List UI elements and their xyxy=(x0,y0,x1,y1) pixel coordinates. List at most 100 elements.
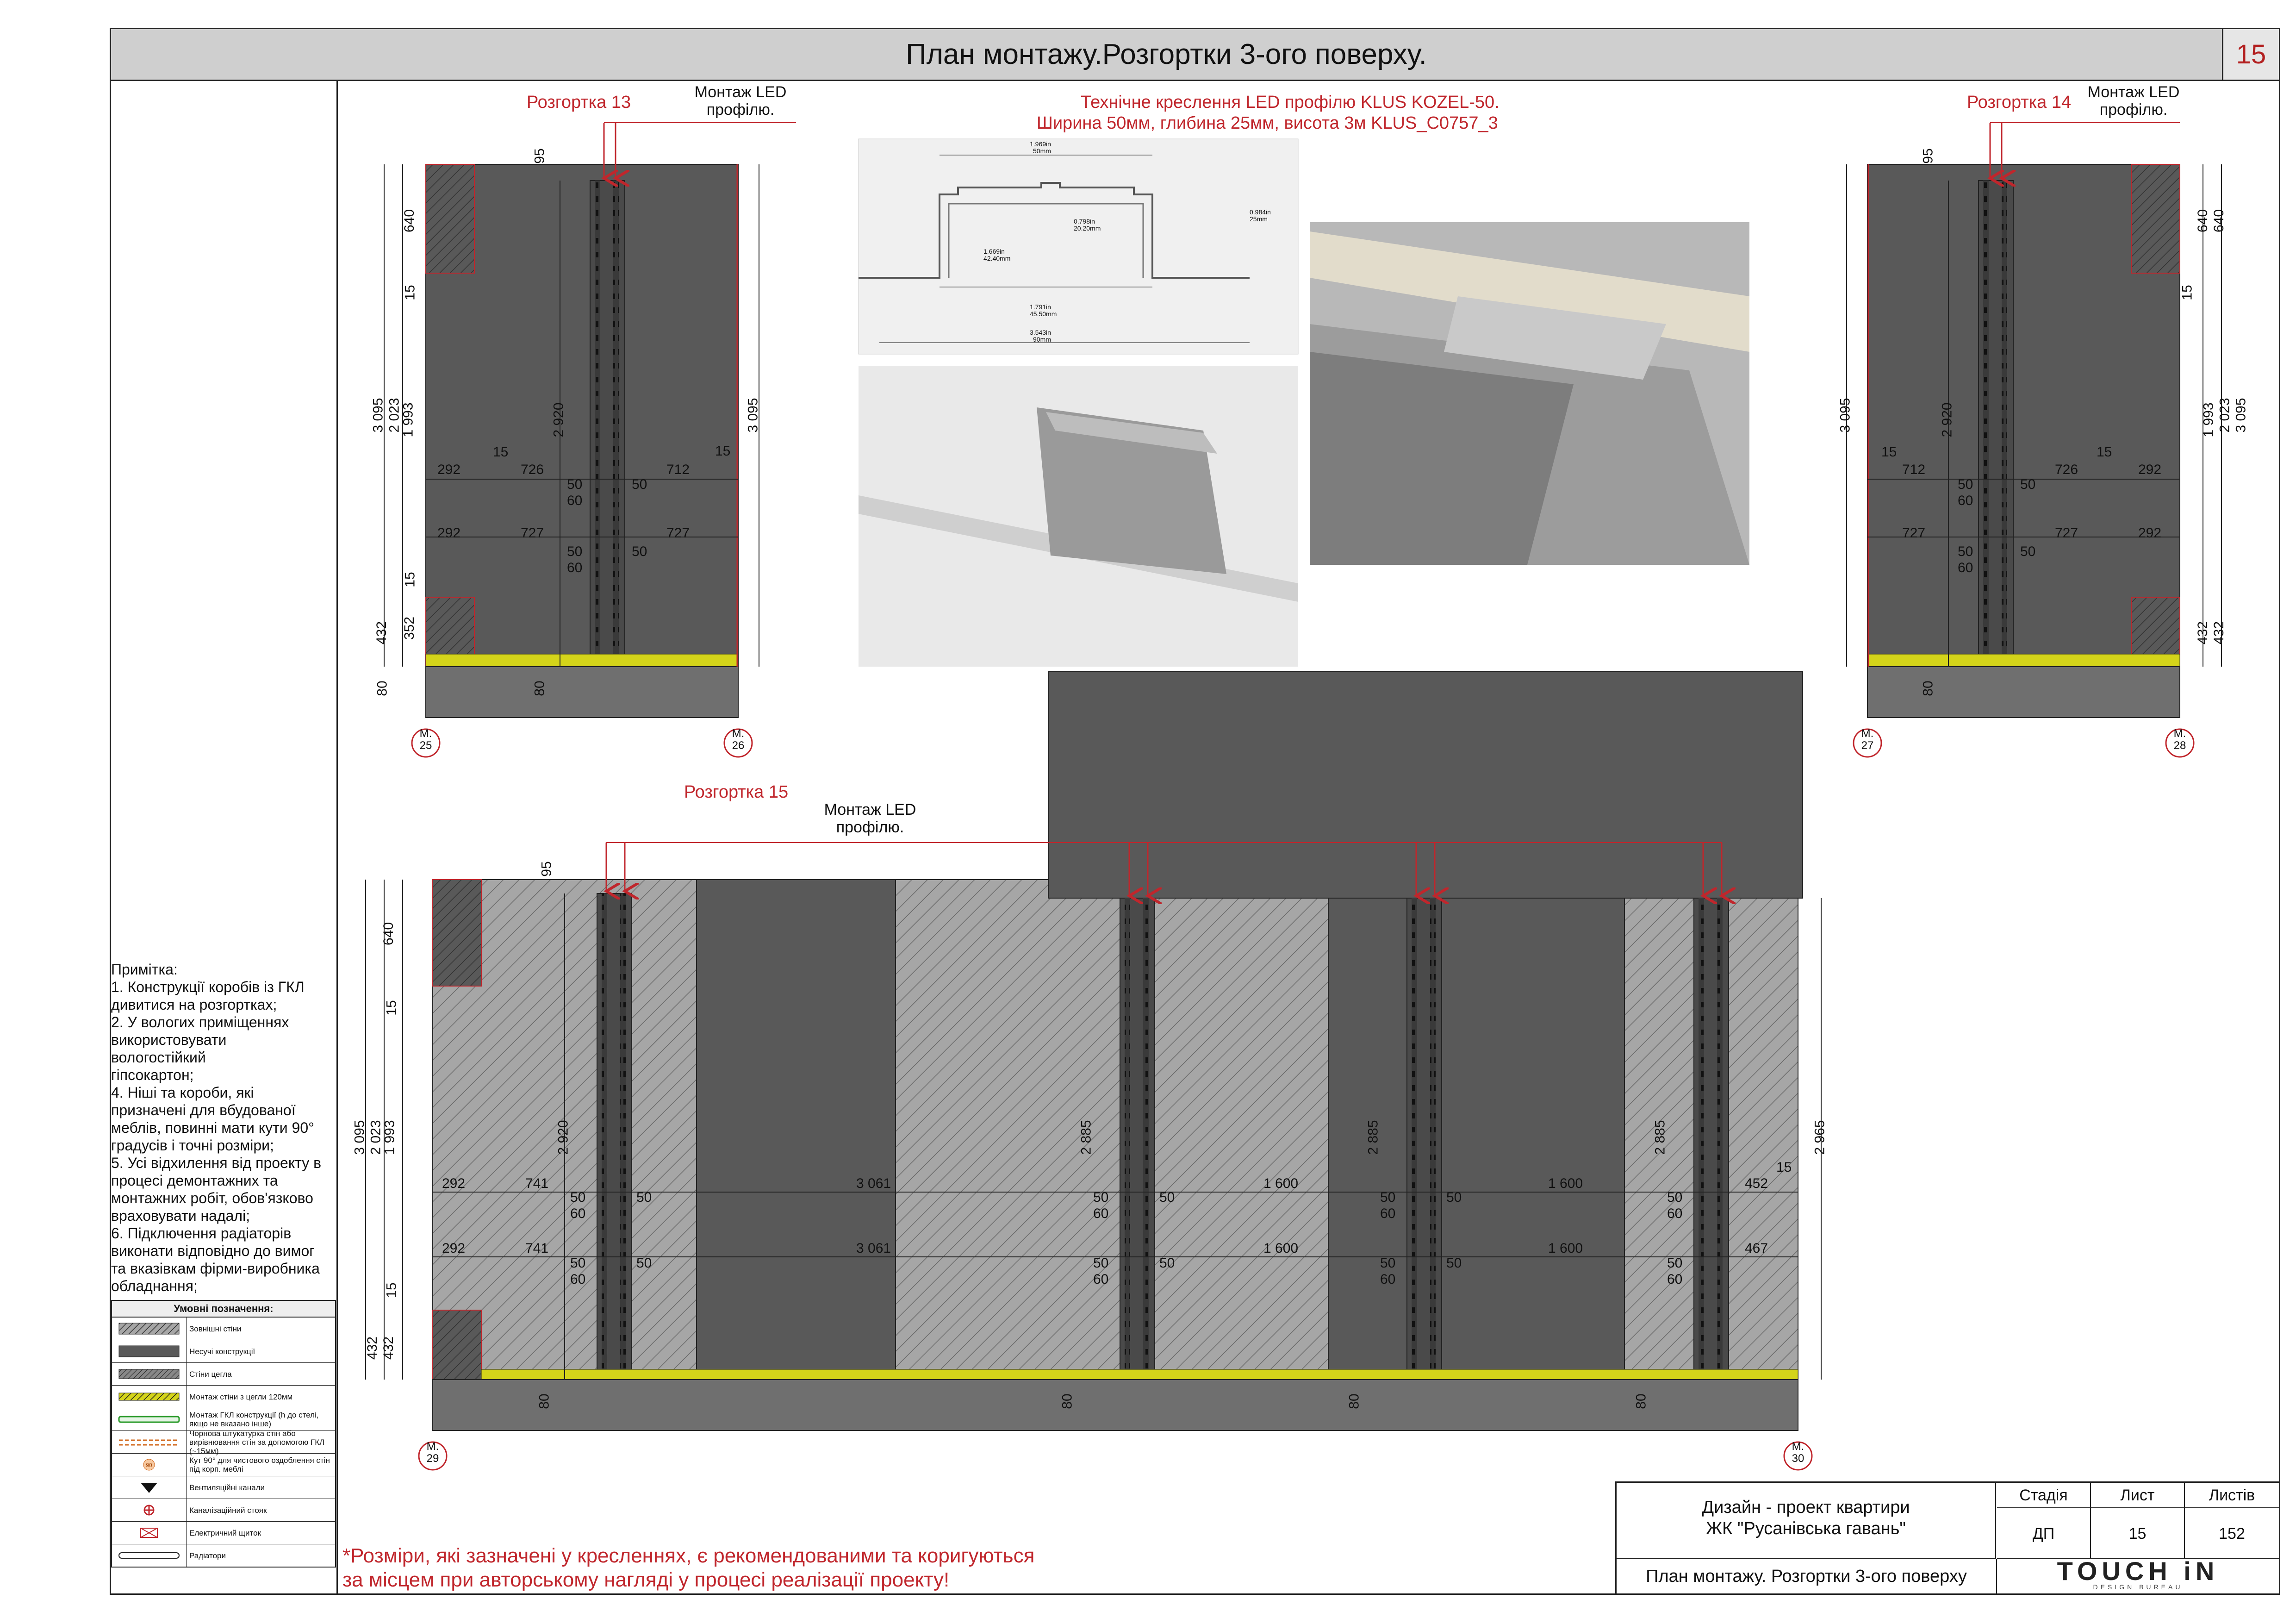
dim: 60 xyxy=(1667,1272,1683,1287)
dim: 1 600 xyxy=(1263,1241,1299,1256)
dim: 60 xyxy=(570,1272,586,1287)
dim: 50 xyxy=(567,477,583,492)
company-logo: TOUCH iN DESIGN BUREAU xyxy=(1997,1556,2279,1593)
dim: 15 xyxy=(402,285,418,300)
dim: 50 xyxy=(636,1255,652,1271)
dim: 2 885 xyxy=(1652,1120,1668,1155)
dim: 50 xyxy=(570,1255,586,1271)
dim: 50 xyxy=(1380,1190,1396,1205)
legend-label: Стіни цегла xyxy=(189,1369,232,1379)
dim: 1 600 xyxy=(1263,1176,1299,1191)
dim: 292 xyxy=(442,1176,466,1191)
radiator-icon xyxy=(112,1544,187,1567)
dim: 640 xyxy=(2211,209,2227,233)
dim: 452 xyxy=(1745,1176,1768,1191)
dim: 50 xyxy=(1159,1255,1175,1271)
dim: 80 xyxy=(374,681,390,696)
section-mark: М. 25 xyxy=(419,727,432,752)
dim: 50 xyxy=(1446,1190,1462,1205)
legend-row: Несучі конструкції xyxy=(112,1340,335,1363)
dim: 741 xyxy=(525,1241,549,1256)
dim: 80 xyxy=(1346,1393,1362,1409)
dim: 727 xyxy=(521,525,544,541)
dim: 292 xyxy=(2138,462,2162,477)
led-profile-photo-1 xyxy=(859,366,1298,667)
dim: 3 095 xyxy=(370,398,386,433)
legend-label: Вентиляційні канали xyxy=(189,1483,265,1492)
section-mark: М. 29 xyxy=(426,1440,439,1465)
dim-label: 45.50mm xyxy=(1030,310,1057,318)
dim: 3 061 xyxy=(856,1241,891,1256)
dim: 80 xyxy=(1633,1393,1649,1409)
dim: 292 xyxy=(437,462,461,477)
load-bearing-symbol xyxy=(112,1340,187,1362)
dim: 432 xyxy=(374,621,390,645)
dim: 50 xyxy=(1667,1190,1683,1205)
dark-panel xyxy=(1328,898,1625,1380)
dim: 352 xyxy=(402,616,417,640)
dim: 640 xyxy=(2195,209,2211,233)
elevation-15-title: Розгортка 15 xyxy=(684,782,789,802)
legend-row: Каналізаційний стояк xyxy=(112,1499,335,1522)
dim: 1 600 xyxy=(1548,1241,1583,1256)
led-profile-photo-2 xyxy=(1310,222,1749,565)
svg-text:90: 90 xyxy=(146,1462,152,1468)
dim: 3 061 xyxy=(856,1176,891,1191)
elevation-13-title: Розгортка 13 xyxy=(527,93,631,112)
dim: 80 xyxy=(1920,681,1936,696)
dim: 2 885 xyxy=(1365,1120,1381,1155)
corner-box xyxy=(425,164,475,274)
ventilation-icon xyxy=(112,1476,187,1499)
sewer-riser-icon xyxy=(112,1499,187,1521)
legend-row: Радіатори xyxy=(112,1544,335,1567)
legend-row: Вентиляційні канали xyxy=(112,1476,335,1499)
led-strip xyxy=(613,181,619,657)
new-brick-wall-symbol xyxy=(112,1386,187,1408)
dim: 1 993 xyxy=(382,1120,398,1155)
dim: 60 xyxy=(1667,1206,1683,1221)
dim: 50 xyxy=(1380,1255,1396,1271)
dim: 1 600 xyxy=(1548,1176,1583,1191)
sheet-label: Лист xyxy=(2091,1483,2185,1508)
dim: 50 xyxy=(570,1190,586,1205)
dark-panel xyxy=(696,879,896,1380)
dim: 60 xyxy=(567,493,583,508)
dim: 741 xyxy=(525,1176,549,1191)
dim-label: 0.984in xyxy=(1250,208,1271,216)
logo-subtext: DESIGN BUREAU xyxy=(2093,1583,2183,1591)
dim: 2 920 xyxy=(555,1120,571,1155)
dim: 50 xyxy=(632,544,647,559)
dim-label: 20.20mm xyxy=(1074,225,1101,232)
dim: 2 885 xyxy=(1078,1120,1094,1155)
logo-text: TOUCH iN xyxy=(2057,1556,2219,1586)
external-wall-symbol xyxy=(112,1318,187,1340)
dim: 292 xyxy=(437,525,461,541)
legend-row: Електричний щиток xyxy=(112,1522,335,1544)
dim: 2 920 xyxy=(1939,402,1955,437)
dim: 60 xyxy=(1093,1206,1109,1221)
disclaimer: *Розміри, які зазначені у кресленнях, є … xyxy=(342,1544,1035,1591)
section-mark: М. 28 xyxy=(2173,727,2186,752)
dim-label: 25mm xyxy=(1250,215,1268,223)
legend-row: Монтаж ГКЛ конструкції (h до стелі, якщо… xyxy=(112,1408,335,1431)
dim: 2 920 xyxy=(551,402,566,437)
electrical-panel-icon xyxy=(112,1522,187,1544)
dim: 60 xyxy=(1958,560,1973,575)
page-title: План монтажу.Розгортки 3-ого поверху. xyxy=(906,38,1427,70)
dim: 3 095 xyxy=(745,398,761,433)
legend-row: Монтаж стіни з цегли 120мм xyxy=(112,1386,335,1408)
dim: 15 xyxy=(2097,444,2112,460)
spec-title-line1: Технічне креслення LED профілю KLUS KOZE… xyxy=(1081,93,1500,112)
dim: 50 xyxy=(1093,1255,1109,1271)
dim: 726 xyxy=(521,462,544,477)
dim: 80 xyxy=(1059,1393,1075,1409)
dim: 60 xyxy=(570,1206,586,1221)
dim: 432 xyxy=(2211,621,2227,645)
dim: 15 xyxy=(493,444,509,460)
dim: 15 xyxy=(2179,285,2195,300)
dim: 50 xyxy=(567,544,583,559)
legend-label: Монтаж стіни з цегли 120мм xyxy=(189,1392,293,1401)
dim: 292 xyxy=(442,1241,466,1256)
dim-label: 90mm xyxy=(1033,336,1051,343)
